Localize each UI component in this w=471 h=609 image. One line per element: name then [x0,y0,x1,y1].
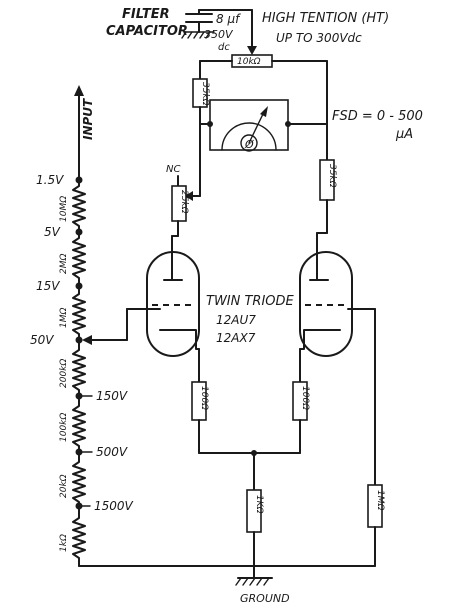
divider-resistor-200k [72,339,86,397]
tap-1-5v: 1.5V [36,173,64,187]
ht-label-2: UP TO 300Vdc [276,31,362,45]
cap-dc-label: dc [218,42,230,53]
filter-capacitor-label-1: FILTER [122,7,170,22]
fsd-label-2: μA [395,127,413,142]
filter-capacitor-label-2: CAPACITOR [106,24,188,39]
divider-resistor-100k [72,395,86,453]
resistor-left-35k: 35kΩ [192,78,210,108]
tap-50v: 50V [30,333,54,347]
svg-text:35kΩ: 35kΩ [200,82,210,106]
tube-label-1: TWIN TRIODE [206,294,295,309]
range-selector-arrow [82,308,161,345]
divider-label-1M: 1MΩ [59,308,69,328]
input-arrow [74,85,84,96]
input-label: INPUT [81,98,95,140]
divider-resistor-10M [72,181,86,233]
tap-5v: 5V [44,225,61,239]
resistor-grid-1m: 1MΩ [367,484,385,528]
svg-text:100Ω: 100Ω [199,386,209,410]
resistor-right-35k: 35kΩ [319,159,337,201]
divider-label-100k: 100kΩ [59,413,69,442]
filter-capacitor [181,9,253,39]
svg-text:25kΩ: 25kΩ [179,190,189,214]
divider-label-2M: 2MΩ [59,254,69,274]
divider-label-20k: 20kΩ [59,474,69,498]
tap-1500v: 1500V [94,499,134,513]
divider-resistor-2M [72,231,86,287]
svg-text:1MΩ: 1MΩ [375,490,385,510]
tube-label-3: 12AX7 [216,331,256,345]
cap-voltage-label: 350V [204,28,234,41]
resistor-pot-25k: 25kΩ [171,185,189,222]
ht-label-1: HIGH TENTION (HT) [262,11,389,26]
divider-resistor-1k [72,505,86,567]
tap-500v: 500V [96,445,128,459]
ht-feed-arrow [247,9,257,55]
resistor-cathode-right: 100Ω [292,381,310,421]
ground-label: GROUND [240,592,290,605]
tap-15v: 15V [36,279,60,293]
svg-text:1KΩ: 1KΩ [254,495,264,514]
fsd-label-1: FSD = 0 - 500 [332,109,423,124]
svg-text:35kΩ: 35kΩ [327,164,337,188]
microammeter: Ø [209,99,289,152]
divider-label-200k: 200kΩ [59,359,69,388]
triode-right [299,251,353,357]
ground-symbol [235,577,273,586]
divider-resistor-20k [72,451,86,507]
tap-150v: 150V [96,389,128,403]
svg-text:10kΩ: 10kΩ [237,57,261,67]
svg-text:Ø: Ø [244,138,254,151]
divider-label-10M: 10MΩ [59,196,69,222]
resistor-common-1k: 1KΩ [246,489,264,533]
triode-left [146,251,200,357]
divider-label-1k: 1kΩ [59,534,69,552]
cap-value-label: 8 μf [216,12,241,26]
nc-label: NC [166,164,180,175]
resistor-top-10k: 10kΩ [231,54,273,68]
tube-label-2: 12AU7 [216,313,256,327]
divider-resistor-1M [72,285,86,341]
svg-text:100Ω: 100Ω [300,386,310,410]
resistor-cathode-left: 100Ω [191,381,209,421]
